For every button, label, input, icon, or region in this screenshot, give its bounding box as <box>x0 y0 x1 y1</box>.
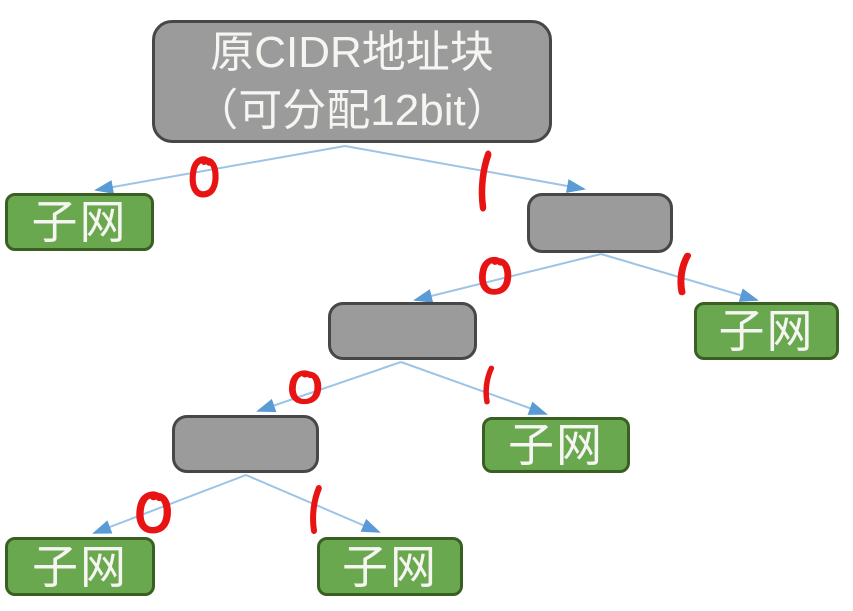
root-node-label-line2: （可分配12bit） <box>194 85 510 135</box>
subnet-node-right: 子网 <box>694 302 839 360</box>
root-node-label-line1: 原CIDR地址块 <box>210 28 494 78</box>
edge-level4-to-subnet-bottom-left <box>92 474 247 534</box>
bit-label-l4-left <box>132 486 175 537</box>
branch-node-level3 <box>328 302 477 360</box>
subnet-node-bottom-right: 子网 <box>317 537 463 596</box>
edge-level4-to-subnet-bottom-right <box>245 474 381 533</box>
subnet-node-label: 子网 <box>31 196 128 248</box>
subnet-node-label: 子网 <box>508 419 604 471</box>
subnet-node-label: 子网 <box>342 540 438 593</box>
bit-label-l2-left <box>475 252 515 298</box>
edge-level3-to-branch-level4 <box>256 361 402 413</box>
edge-root-to-subnet-top-left <box>94 145 346 194</box>
edge-level3-to-subnet-mid <box>400 361 548 415</box>
subnet-node-label: 子网 <box>32 540 128 593</box>
bit-label-l3-right <box>476 364 498 406</box>
root-node: 原CIDR地址块 （可分配12bit） <box>152 20 552 143</box>
subnet-node-top-left: 子网 <box>5 193 154 251</box>
edge-level2-to-subnet-right <box>600 253 759 302</box>
subnet-node-mid: 子网 <box>482 417 630 473</box>
bit-label-l2-right <box>668 251 696 297</box>
branch-node-level4 <box>172 415 319 473</box>
branch-node-level2 <box>527 193 673 253</box>
bit-label-root-right <box>470 148 496 214</box>
bit-label-root-left <box>186 151 222 201</box>
edge-root-to-branch-level2 <box>344 145 586 193</box>
bit-label-l4-right <box>302 483 326 536</box>
subnet-node-bottom-left: 子网 <box>5 537 155 596</box>
bit-label-l3-left <box>285 366 325 407</box>
edge-level2-to-branch-level3 <box>413 253 602 303</box>
subnet-node-label: 子网 <box>718 305 815 357</box>
